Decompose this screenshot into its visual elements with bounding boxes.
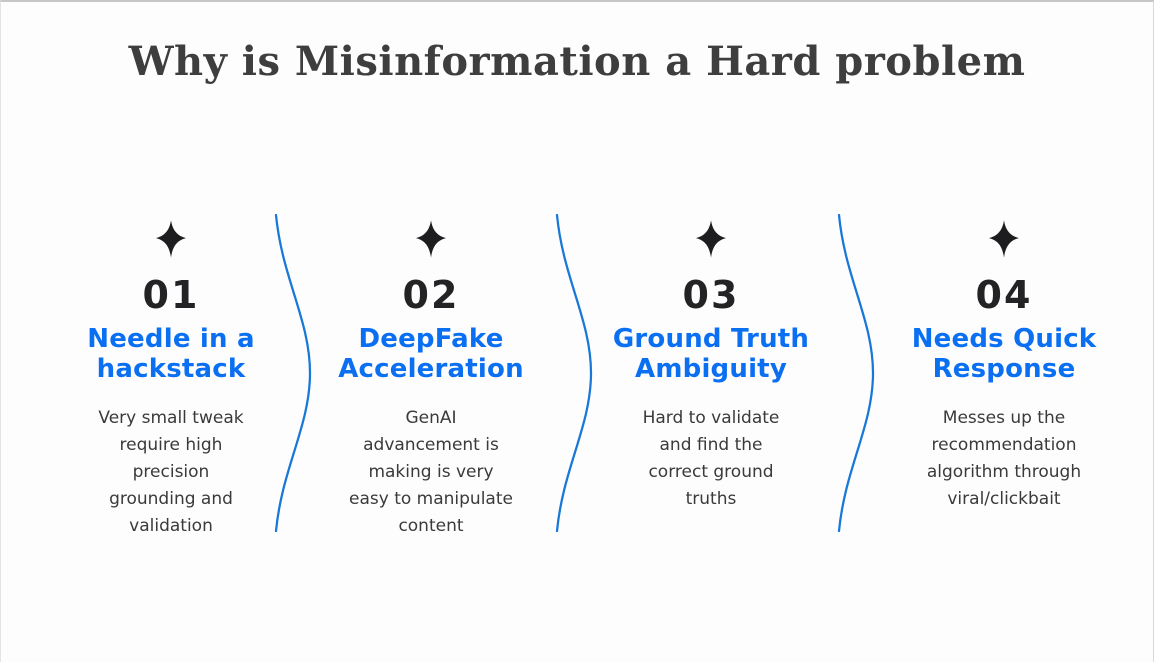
point-number: 03 (682, 273, 740, 317)
point-description: GenAI advancement is making is very easy… (349, 408, 513, 537)
sparkle-icon (156, 220, 186, 258)
point-column-4: 04 Needs Quick Response Messes up the re… (889, 218, 1119, 513)
point-heading: Needs Quick Response (911, 324, 1097, 384)
sparkle-icon (696, 220, 726, 258)
divider-curve (555, 214, 593, 532)
point-heading: Ground Truth Ambiguity (612, 324, 810, 384)
divider-curve (837, 214, 875, 532)
point-description: Very small tweak require high precision … (98, 408, 244, 537)
sparkle-icon (416, 220, 446, 258)
point-number: 04 (975, 273, 1033, 317)
point-column-2: 02 DeepFake Acceleration GenAI advanceme… (316, 218, 546, 540)
slide-title: Why is Misinformation a Hard problem (128, 38, 1026, 85)
point-column-1: 01 Needle in a hackstack Very small twea… (56, 218, 286, 540)
sparkle-icon (989, 220, 1019, 258)
divider-curve (274, 214, 312, 532)
point-description: Hard to validate and find the correct gr… (642, 408, 780, 510)
point-heading: DeepFake Acceleration (338, 324, 524, 384)
point-number: 02 (402, 273, 460, 317)
point-column-3: 03 Ground Truth Ambiguity Hard to valida… (596, 218, 826, 513)
point-description: Messes up the recommendation algorithm t… (926, 408, 1082, 510)
point-number: 01 (142, 273, 200, 317)
point-heading: Needle in a hackstack (87, 324, 255, 384)
